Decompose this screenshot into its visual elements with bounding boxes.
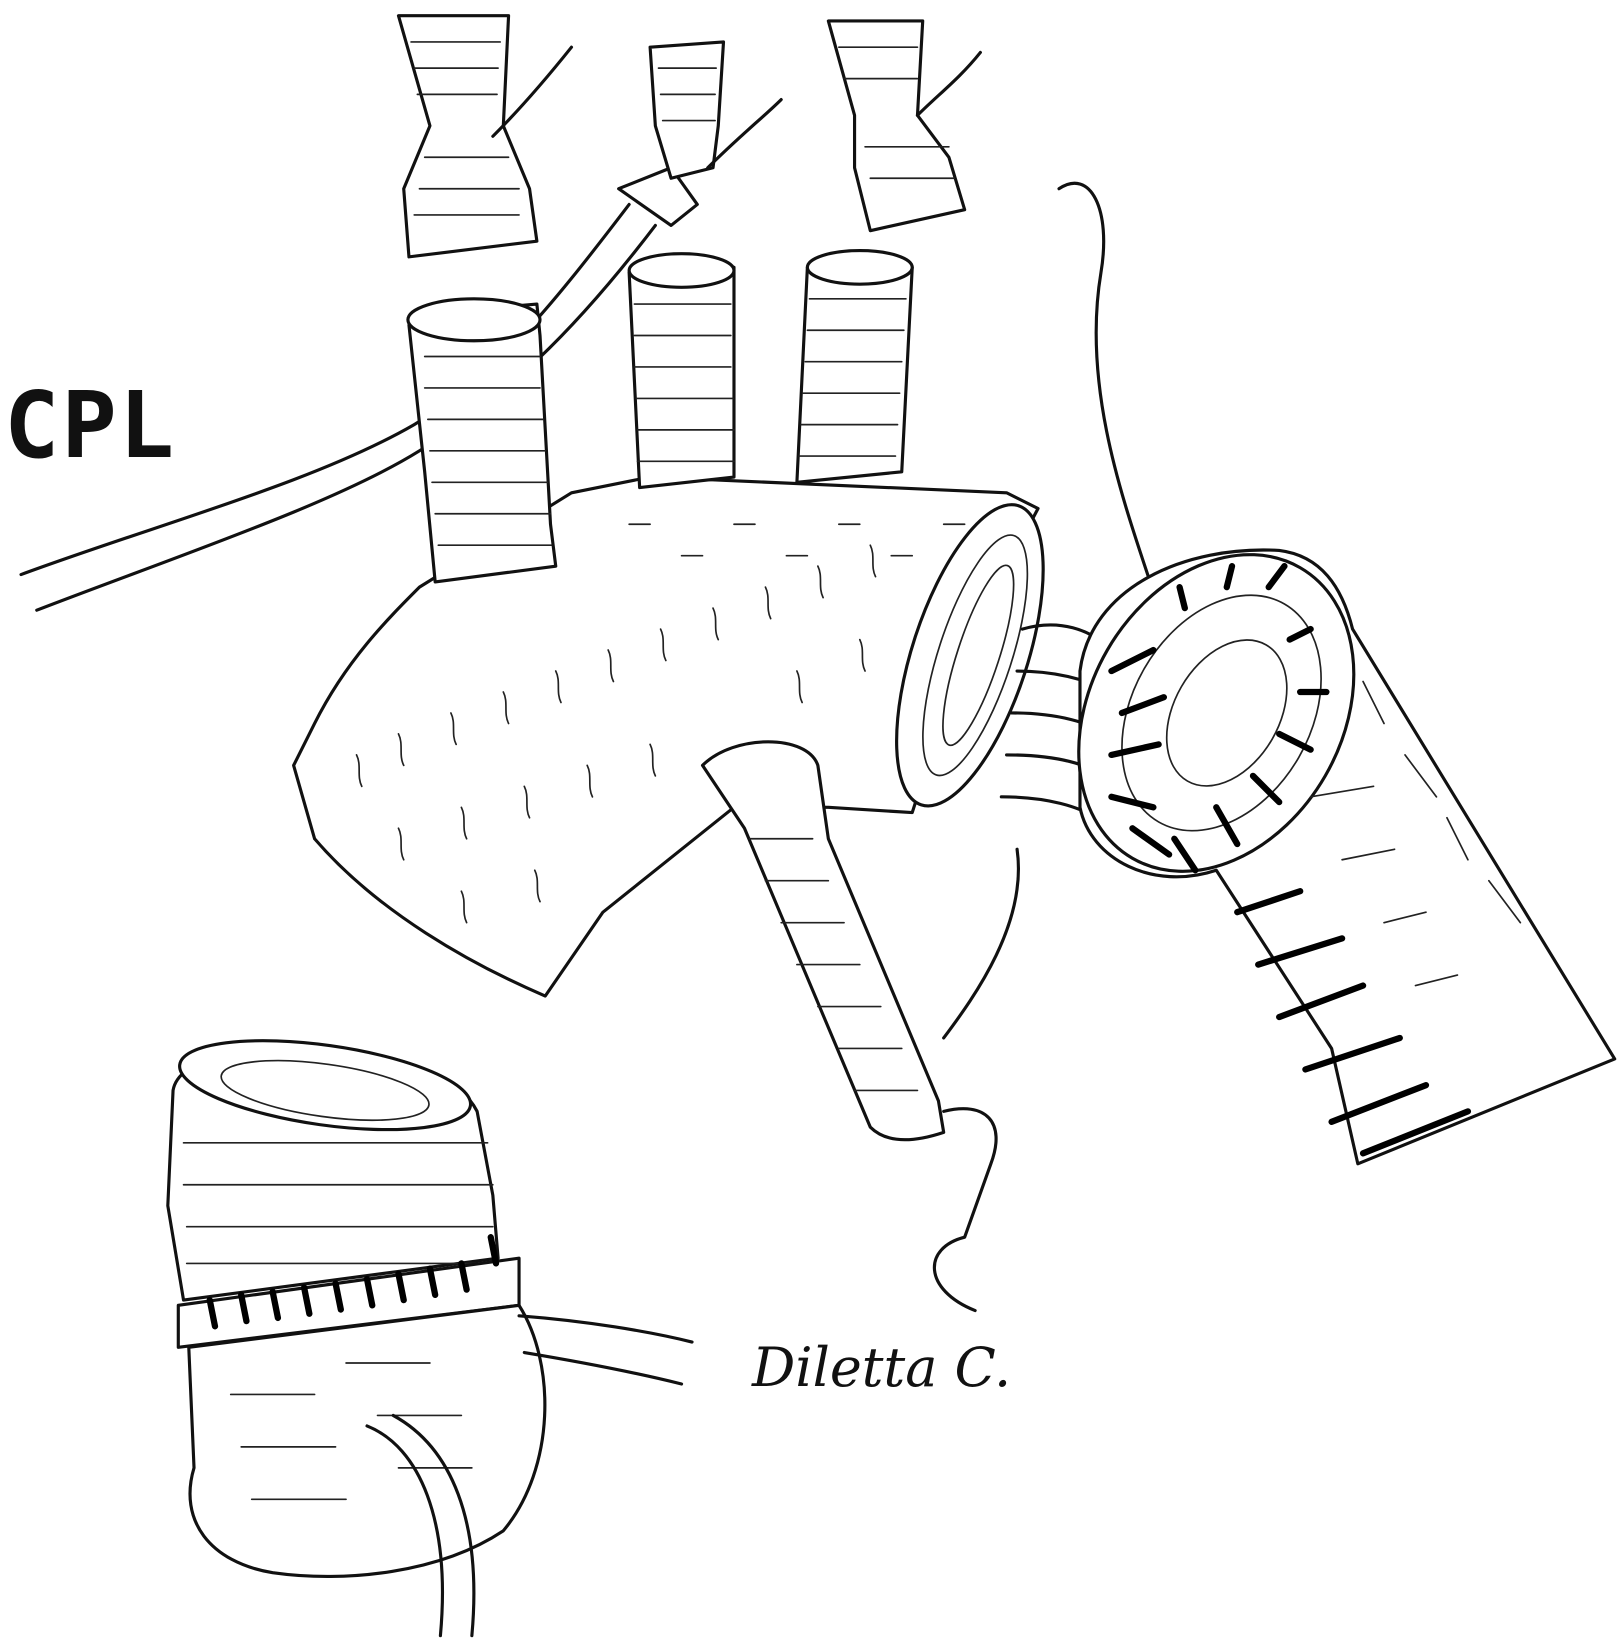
graft-distal-opening <box>895 503 1045 808</box>
cpl-label: CPL <box>4 372 177 479</box>
cpl-cannula-tube <box>19 166 699 612</box>
graft-branch-2 <box>627 252 736 490</box>
graft-side-branch <box>700 740 1020 1313</box>
graft-branch-3 <box>795 249 914 484</box>
main-graft-body <box>292 475 1045 998</box>
clamped-vessel-middle <box>648 40 783 180</box>
heart-with-ascending-graft <box>166 1039 694 1638</box>
graft-branch-1 <box>406 297 558 584</box>
clamped-vessel-left <box>396 14 574 259</box>
clamped-vessel-right <box>826 19 982 233</box>
artist-signature: Diletta C. <box>752 1336 1012 1399</box>
aorta <box>1077 548 1617 1166</box>
anastomosis-sutures <box>999 181 1161 820</box>
